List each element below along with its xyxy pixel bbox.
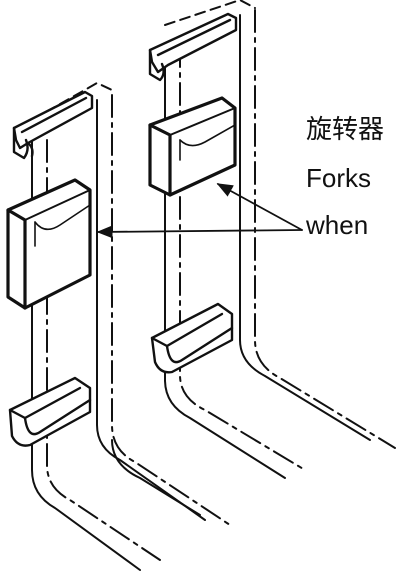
callout-line-2: Forks [306, 163, 371, 193]
right-top-slider [148, 12, 238, 82]
left-rotator-pad [6, 178, 92, 310]
right-fork [164, 0, 396, 479]
left-fork-leg-dashdot-inner [46, 139, 161, 561]
left-fork-leg-solid [31, 139, 141, 571]
right-fork-leg-solid [164, 44, 286, 479]
callout-line-3: when [306, 210, 369, 240]
right-fork-top-outline [164, 0, 256, 26]
right-fork-leg-solid-back [239, 14, 371, 441]
left-fork-leg-dashdot-outer [111, 94, 231, 526]
leader-arrow-right-pad [216, 183, 303, 231]
right-rotator-pad [148, 96, 237, 197]
left-fork-tail [111, 439, 201, 516]
leader-arrow-left-pad [96, 225, 303, 239]
right-bottom-slider [150, 302, 234, 374]
left-fork [31, 82, 231, 571]
right-fork-leg-dashdot-outer [254, 9, 396, 449]
callout-line-1: 旋转器 [306, 114, 385, 144]
right-fork-leg-dashdot-inner [179, 44, 306, 471]
left-fork-leg-solid-back [96, 99, 206, 521]
callout-leaders [96, 183, 303, 239]
left-bottom-slider [8, 376, 92, 447]
left-top-slider [12, 90, 94, 160]
